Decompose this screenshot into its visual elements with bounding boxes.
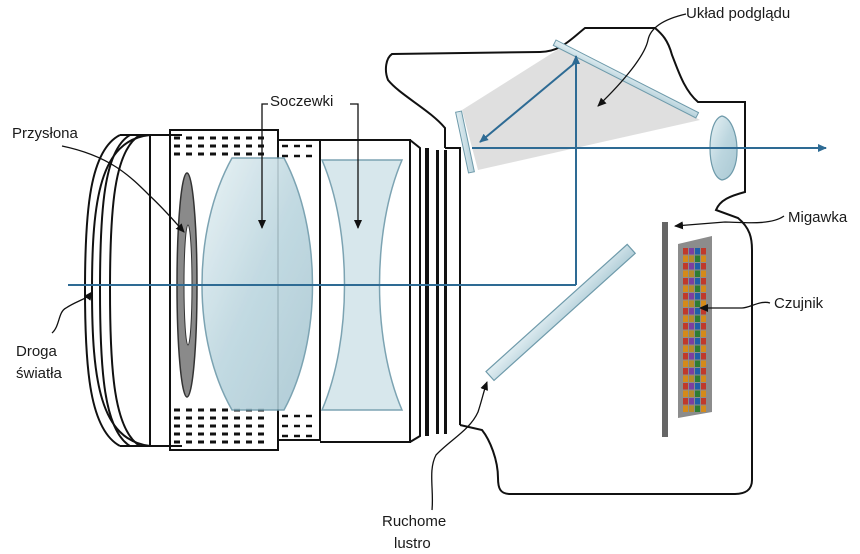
viewfinder-mirror [455,110,475,174]
label-light-path-1: Droga [16,343,58,360]
upper-mirror [552,39,700,119]
label-mirror-1: Ruchome [382,513,446,530]
label-mirror-2: lustro [394,535,431,552]
body-front-edge [445,147,461,425]
label-light-path-2: światła [16,365,63,382]
label-viewfinder: Układ podglądu [686,5,790,22]
leader-light-path [51,291,93,334]
shutter [662,222,668,437]
leader-viewfinder [597,13,687,107]
leader-sensor [699,301,771,312]
label-shutter: Migawka [788,209,848,226]
lens-barrel [83,129,447,451]
back-ring-ridges [282,144,312,438]
camera-body-outline [384,27,753,495]
sensor-pixels [683,248,706,412]
light-ray-to-prism [479,61,577,143]
leader-aperture [61,145,185,233]
moving-mirror [485,243,637,382]
leader-lenses-right [350,103,362,229]
leader-shutter [674,215,785,230]
leader-lenses-left [258,103,268,229]
label-lenses: Soczewki [270,93,333,110]
label-sensor: Czujnik [774,295,824,312]
label-aperture: Przysłona [12,125,79,142]
pentaprism-area [462,45,700,170]
leader-mirror [431,381,488,511]
